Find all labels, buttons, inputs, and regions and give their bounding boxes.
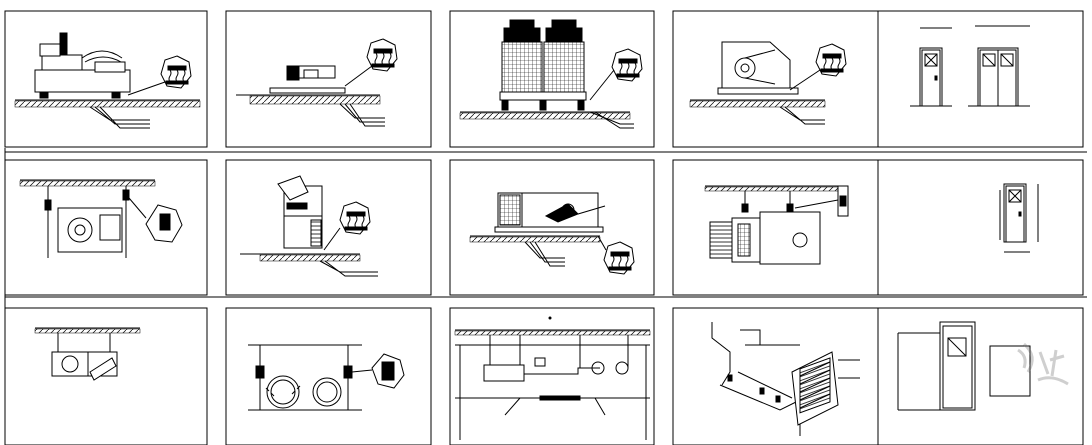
vibration-isolator-detail-icon bbox=[603, 241, 635, 275]
vibration-isolator-detail-icon bbox=[611, 48, 643, 82]
watermark-logo-icon bbox=[1017, 342, 1069, 386]
panel-door-elevations-middle bbox=[877, 159, 1084, 296]
panel-coil-piping-isometric bbox=[672, 307, 879, 445]
panel-door-elevations-bottom bbox=[877, 307, 1084, 445]
panel-suspended-unit-elevation bbox=[4, 307, 208, 445]
panel-cooling-tower-elevation bbox=[449, 10, 655, 148]
panel-ceiling-duct-section bbox=[449, 307, 655, 445]
panel-ahu-plan bbox=[672, 159, 879, 296]
vibration-isolator-detail-icon bbox=[339, 201, 371, 235]
panel-pump-elevation bbox=[225, 10, 432, 148]
double-door-icon bbox=[977, 47, 1019, 107]
panel-vertical-unit-elevation bbox=[225, 159, 432, 296]
panel-fan-unit-elevation bbox=[672, 10, 879, 148]
panel-hanging-fan-elevation bbox=[4, 159, 208, 296]
vibration-isolator-detail-icon bbox=[815, 43, 847, 77]
panel-chiller-elevation bbox=[4, 10, 208, 148]
panel-ahu-floor-elevation bbox=[449, 159, 655, 296]
single-door-icon bbox=[919, 47, 943, 107]
vibration-isolator-detail-icon bbox=[160, 55, 192, 89]
panel-door-elevations-top bbox=[877, 10, 1084, 148]
panel-pipe-support-section bbox=[225, 307, 432, 445]
single-door-icon bbox=[1003, 183, 1027, 243]
